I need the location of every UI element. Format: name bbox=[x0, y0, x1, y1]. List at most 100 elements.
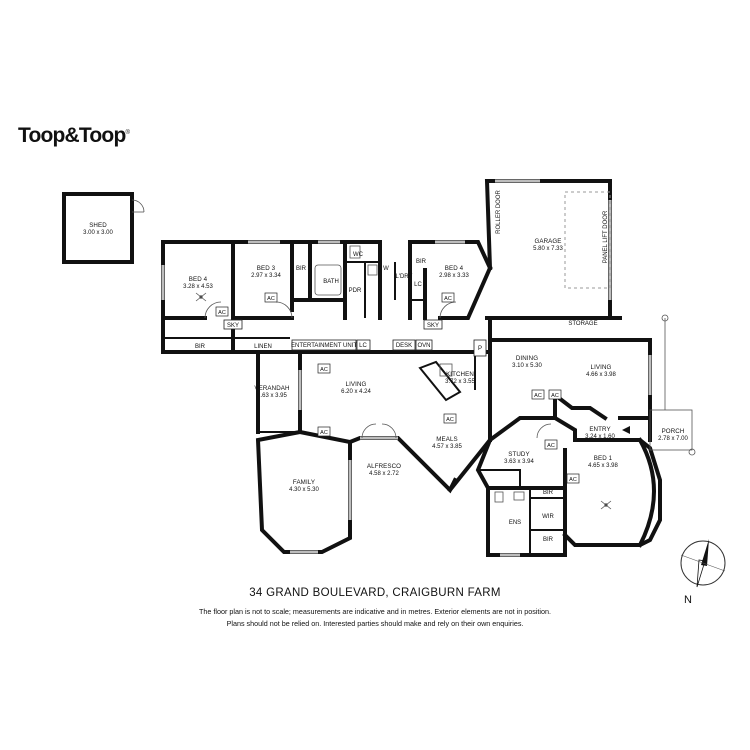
label-bir-bed4-right: BIR bbox=[416, 259, 427, 265]
toop-toop-logo: Toop&Toop® bbox=[18, 124, 130, 148]
bedroom-wing bbox=[161, 240, 493, 354]
compass-axis bbox=[680, 554, 726, 572]
lc-box bbox=[356, 339, 371, 351]
family-room bbox=[255, 429, 352, 554]
label-meals: MEALS bbox=[436, 436, 457, 443]
label-sky-right: SKY bbox=[427, 323, 439, 329]
label-family: FAMILY bbox=[293, 479, 315, 486]
compass-needle-south-icon bbox=[696, 559, 706, 588]
label-linen: LINEN bbox=[254, 344, 272, 350]
disclaimer-line-1: The floor plan is not to scale; measurem… bbox=[199, 607, 551, 616]
label-shed: SHED bbox=[89, 222, 107, 229]
shed bbox=[62, 192, 145, 264]
ac-label-study: AC bbox=[547, 443, 555, 449]
bed4-right-door-swing bbox=[439, 301, 457, 319]
entry-arrow-icon bbox=[622, 426, 630, 434]
label-bir-ens: BIR bbox=[543, 537, 554, 543]
pdr-basin bbox=[367, 264, 378, 276]
label-pantry: P bbox=[478, 346, 482, 352]
label-living-main: LIVING bbox=[346, 381, 367, 388]
ac-label-dining: AC bbox=[534, 393, 542, 399]
label-bed4-right: BED 4 bbox=[445, 265, 464, 272]
dim-alfresco: 4.58 x 2.72 bbox=[369, 471, 399, 477]
label-storage: STORAGE bbox=[568, 321, 597, 327]
label-bed1: BED 1 bbox=[594, 455, 613, 462]
desk-box bbox=[392, 339, 416, 351]
disclaimer-line-2: Plans should not be relied on. Intereste… bbox=[226, 619, 524, 628]
label-w: W bbox=[383, 266, 389, 272]
ac-units: AC AC AC AC AC AC AC AC AC AC bbox=[215, 292, 580, 484]
ac-label-bed4-left: AC bbox=[218, 310, 226, 316]
wing-outer-wall bbox=[161, 240, 382, 354]
ac-unit-study bbox=[544, 439, 558, 450]
dim-bed1: 4.65 x 3.98 bbox=[588, 463, 618, 469]
label-wc: WC bbox=[353, 252, 364, 258]
dim-kitchen: 3.72 x 3.55 bbox=[445, 379, 475, 385]
label-pdr: PDR bbox=[349, 288, 362, 294]
label-ens: ENS bbox=[509, 520, 521, 526]
ac-unit-bed3 bbox=[264, 292, 278, 303]
label-porch: PORCH bbox=[662, 428, 685, 435]
sky-box-right bbox=[423, 319, 443, 330]
bed4-door-swing bbox=[204, 301, 222, 319]
study-entry-wall bbox=[552, 415, 577, 442]
ac-label-bed4-right: AC bbox=[444, 296, 452, 302]
porch bbox=[622, 314, 696, 456]
label-kitchen: KITCHEN bbox=[446, 371, 474, 378]
label-sky-left: SKY bbox=[227, 323, 239, 329]
label-verandah: VERANDAH bbox=[254, 385, 289, 392]
ceiling-fan-icon bbox=[195, 292, 207, 302]
pantry-box bbox=[473, 339, 487, 357]
label-alfresco: ALFRESCO bbox=[367, 463, 401, 470]
ac-unit-bed1 bbox=[566, 473, 580, 484]
ac-label-bed3: AC bbox=[267, 296, 275, 302]
porch-post-1 bbox=[661, 314, 669, 322]
label-living-right: LIVING bbox=[591, 364, 612, 371]
meals-study-wall bbox=[447, 416, 557, 493]
logo-text: Toop&Toop bbox=[18, 124, 126, 147]
label-bath: BATH bbox=[323, 279, 339, 285]
dining-living-walls bbox=[488, 338, 652, 442]
shed-walls bbox=[62, 192, 134, 264]
compass-ring bbox=[680, 540, 726, 586]
dim-porch: 2.78 x 7.00 bbox=[658, 436, 688, 442]
ovn-box bbox=[415, 339, 433, 351]
label-ldry: L'DRY bbox=[395, 274, 412, 280]
dim-bed4-left: 3.28 x 4.53 bbox=[183, 284, 213, 290]
dim-entry: 3.24 x 1.60 bbox=[585, 434, 615, 440]
panel-lift-door-track bbox=[564, 191, 611, 289]
dim-family: 4.30 x 5.30 bbox=[289, 487, 319, 493]
logo-registered-mark: ® bbox=[125, 130, 130, 136]
ens-basin bbox=[513, 491, 525, 501]
label-bed4-left: BED 4 bbox=[189, 276, 208, 283]
label-roller-door: ROLLER DOOR bbox=[496, 190, 502, 234]
island-bench bbox=[418, 360, 462, 402]
ceiling-fans bbox=[195, 292, 612, 510]
ac-unit-family bbox=[317, 426, 331, 437]
shed-door-swing bbox=[131, 199, 145, 213]
ac-label-meals: AC bbox=[446, 417, 454, 423]
bed1-bay-window bbox=[637, 437, 656, 548]
alfresco-door-swing bbox=[361, 423, 397, 439]
ac-label-bed1: AC bbox=[569, 477, 577, 483]
label-bir-bed3: BIR bbox=[296, 266, 307, 272]
ac-label-living-1: AC bbox=[320, 367, 328, 373]
label-ovn: OVN bbox=[417, 343, 430, 349]
dim-meals: 4.57 x 3.85 bbox=[432, 444, 462, 450]
compass-rose bbox=[680, 539, 726, 588]
label-wir: WIR bbox=[542, 514, 554, 520]
ac-label-dining-2: AC bbox=[551, 393, 559, 399]
bed3-door-swing bbox=[275, 301, 293, 319]
label-lc-living: LC bbox=[359, 343, 367, 349]
ac-label-family: AC bbox=[320, 430, 328, 436]
porch-outline bbox=[649, 409, 693, 451]
label-garage: GARAGE bbox=[534, 238, 561, 245]
dim-bed3: 2.97 x 3.34 bbox=[251, 273, 281, 279]
ensuite-walls bbox=[486, 486, 567, 557]
dim-study: 3.63 x 3.94 bbox=[504, 459, 534, 465]
label-bir-bed1: BIR bbox=[543, 490, 554, 496]
ceiling-fan-icon bbox=[600, 500, 612, 510]
dim-verandah: 1.63 x 3.95 bbox=[257, 393, 287, 399]
dim-living-right: 4.66 x 3.98 bbox=[586, 372, 616, 378]
